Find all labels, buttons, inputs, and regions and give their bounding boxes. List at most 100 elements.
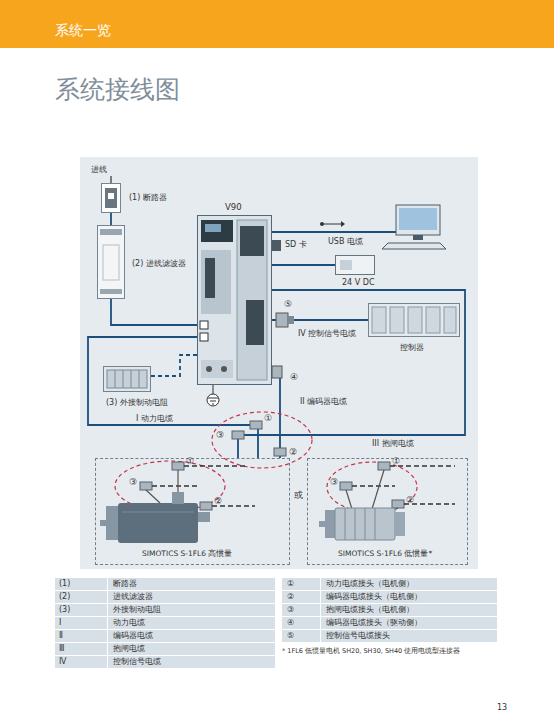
usb-cable: [272, 231, 396, 233]
table-cell-text: 抱闸电缆: [113, 644, 145, 653]
callout-number: ①: [392, 456, 400, 466]
table-cell: [282, 578, 320, 590]
table-cell: [55, 617, 107, 629]
callout-number: ②: [289, 447, 297, 457]
cable-line: [151, 355, 197, 376]
table-cell: [55, 604, 107, 616]
sd-card: SD 卡: [272, 240, 281, 251]
table-cell-text: Ⅳ: [59, 657, 66, 666]
table-cell-text: (3): [59, 605, 70, 614]
ground-symbol: [207, 394, 219, 406]
motor-connector: [172, 492, 184, 504]
page-number: 13: [497, 703, 507, 712]
table-cell: [282, 604, 320, 616]
pc-screen: [399, 208, 437, 230]
node-label: SD 卡: [285, 240, 307, 249]
cable-stub: [352, 485, 395, 487]
table-cell: [108, 604, 275, 616]
table-cell-text: 外接制动电阻: [113, 605, 161, 614]
table-cell-text: ②: [287, 592, 294, 601]
motor-end-cap: [395, 512, 405, 536]
table-cell: [108, 656, 275, 668]
connector-plug: [272, 366, 282, 378]
callout-number: ①: [264, 413, 272, 423]
table-cell-text: 编码器电缆: [113, 631, 153, 640]
callout-number: ①: [186, 456, 194, 466]
motor-body: [335, 508, 395, 540]
table-cell-text: ⑤: [287, 631, 294, 640]
table-cell-text: 抱闸电缆接头（电机侧）: [326, 605, 414, 614]
table-cell-text: ④: [287, 618, 294, 627]
cable-line: [110, 213, 112, 225]
node-label: SIMOTICS S-1FL6 高惯量: [142, 550, 232, 559]
header-band: 系统一览: [0, 0, 554, 48]
table-cell: [108, 617, 275, 629]
callout-number: ④: [290, 372, 298, 382]
callout-number: ②: [406, 495, 414, 505]
callout-number: ③: [330, 477, 338, 487]
table-cell-text: Ⅲ: [59, 644, 65, 653]
connector-plug: [274, 448, 286, 456]
cable-drop: [390, 508, 398, 512]
connector-plug: [200, 502, 212, 510]
connector-plug: [232, 431, 244, 439]
diagram-panel: [80, 157, 478, 569]
motor-fin: [345, 508, 346, 540]
motor-connector: [198, 512, 210, 522]
usb-symbol: [320, 222, 324, 226]
usb-symbol: [341, 221, 345, 227]
cable-drop: [346, 490, 352, 509]
table-cell-text: Ⅰ: [59, 618, 61, 627]
incoming-line: [110, 176, 112, 183]
page-title: 系统接线图: [55, 76, 180, 105]
cable-label: III 抱闸电缆: [372, 439, 414, 448]
cable-drop: [372, 470, 384, 509]
motor-highlight: [122, 512, 194, 513]
footnote: * 1FL6 低惯量电机 SH20, SH30, SH40 使用电缆型连接器: [282, 648, 460, 655]
table-cell: [108, 591, 275, 603]
alternative-label: 或: [294, 490, 303, 500]
callout-number: ③: [129, 477, 137, 487]
connector-plug: [378, 462, 390, 470]
table-cell: [282, 591, 320, 603]
filter-box: (2) 进线滤波器: [97, 225, 125, 299]
motor-shaft: [100, 520, 108, 526]
table-cell: [282, 617, 320, 629]
connector-plug: [250, 421, 262, 429]
callout-number: ⑤: [284, 299, 292, 309]
table-cell-text: Ⅱ: [59, 631, 63, 640]
table-cell: [55, 630, 107, 642]
resistor-box: (3) 外接制动电阻: [103, 366, 151, 392]
input-label: 进线: [91, 165, 107, 174]
pc-keyboard: [382, 243, 446, 249]
connector-group-ring: [115, 461, 225, 511]
table-cell: [321, 604, 497, 616]
table-cell-text: 动力电缆接头（电机侧）: [326, 579, 414, 588]
table-cell: [55, 656, 107, 668]
cable-line: [272, 372, 280, 458]
motor-shaft: [319, 521, 326, 527]
cable-stub: [152, 485, 200, 487]
connector-plug: [172, 462, 184, 470]
connector-plug: [392, 500, 404, 508]
controller-box: 控制器: [368, 303, 460, 337]
cable-line: [272, 319, 368, 321]
node-label: V90: [225, 203, 242, 213]
table-cell-text: 编码器电缆接头（驱动侧）: [326, 618, 422, 627]
motor-fin: [375, 508, 376, 540]
callout-number: ③: [216, 430, 224, 440]
cable-label: II 编码器电缆: [300, 397, 347, 406]
table-cell-text: ③: [287, 605, 294, 614]
table-cell-text: (1): [59, 579, 70, 588]
cable-drop: [177, 470, 178, 493]
cable-label: IV 控制信号电缆: [298, 329, 356, 338]
connector-plug: [140, 482, 152, 490]
callout-number: ②: [214, 496, 222, 506]
table-cell: [55, 578, 107, 590]
connector-plug: [276, 313, 288, 327]
cable-line: [88, 337, 258, 458]
power-supply-box: 24 V DC: [335, 255, 375, 275]
